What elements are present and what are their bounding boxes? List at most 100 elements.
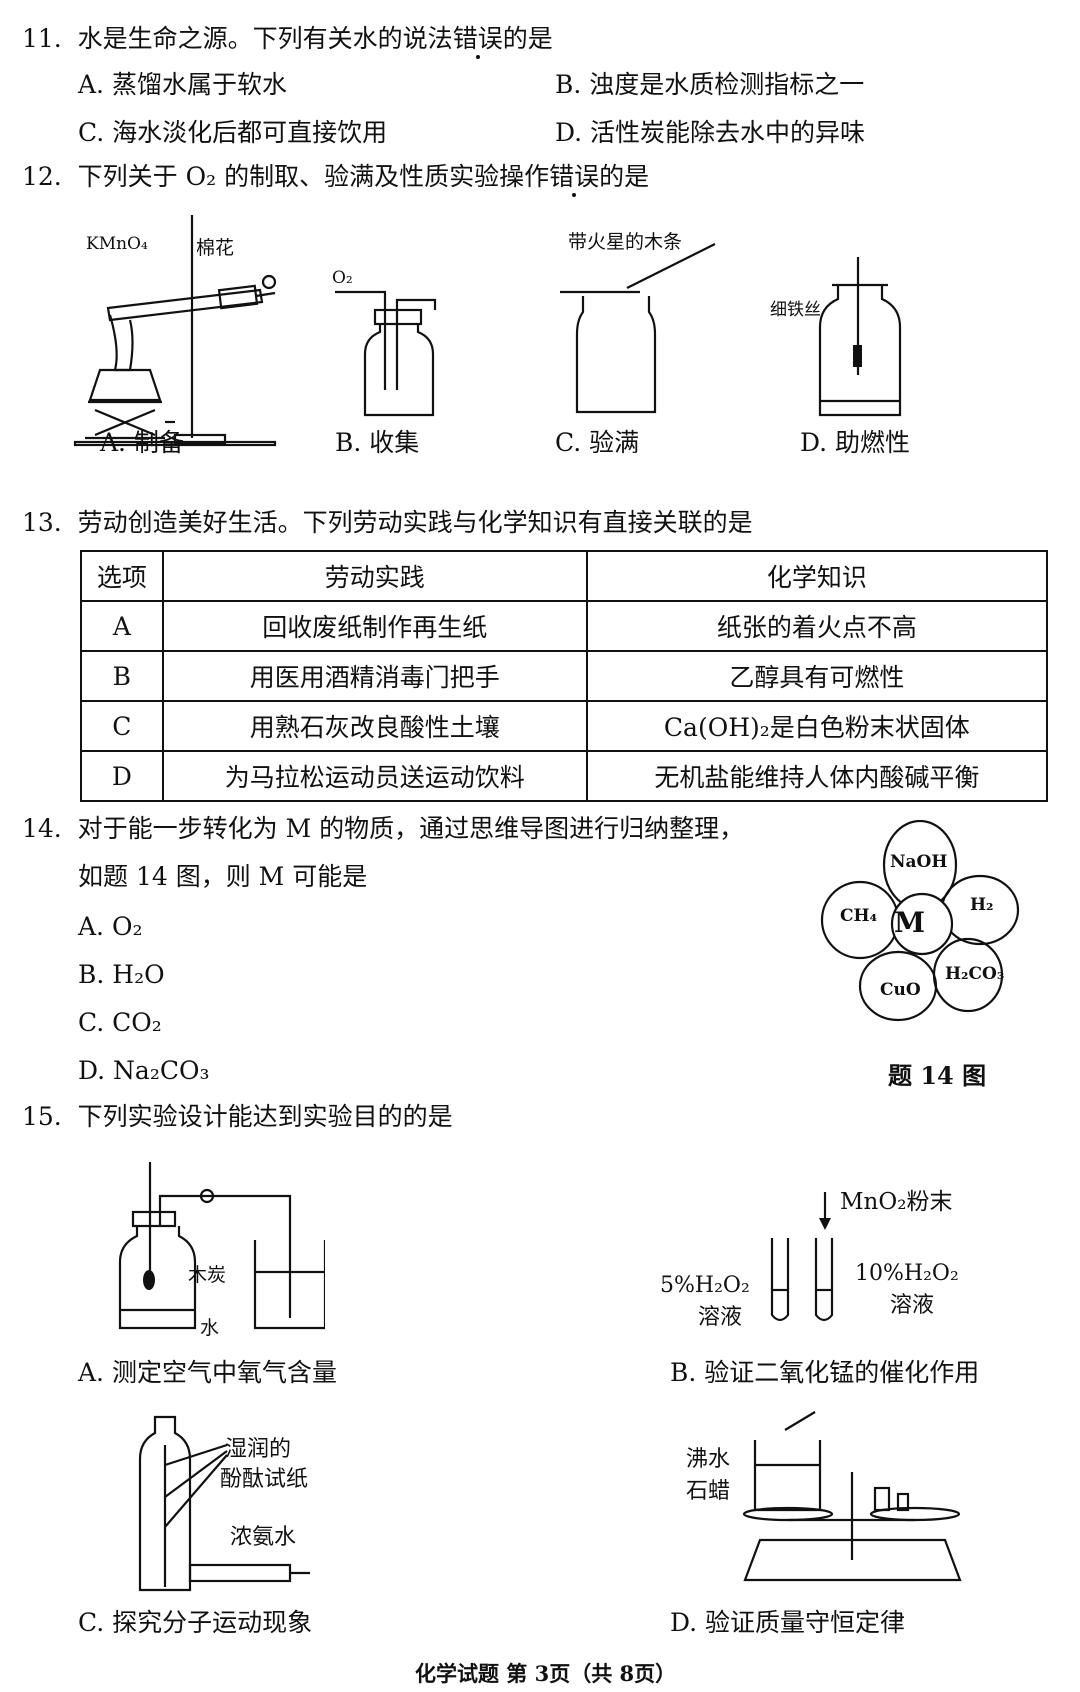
q15-option-b[interactable]: B. 验证二氧化锰的催化作用 <box>670 1358 980 1387</box>
label-paper-line1: 湿润的 <box>225 1437 292 1462</box>
q11-option-a[interactable]: A. 蒸馏水属于软水 <box>78 70 287 99</box>
balance-base <box>743 1538 962 1582</box>
label-solution-left: 溶液 <box>698 1305 743 1330</box>
clamp <box>217 284 259 310</box>
gas-bottle <box>575 296 657 414</box>
q12-option-a[interactable]: A. 制备 <box>100 428 184 457</box>
question-14-stem: 14. 对于能一步转化为 M 的物质，通过思维导图进行归纳整理， <box>22 814 745 843</box>
table-cell: 回收废纸制作再生纸 <box>161 600 588 652</box>
test-tube-left <box>770 1238 790 1322</box>
clip-icon <box>199 1188 215 1204</box>
figure-caption: 题 14 图 <box>888 1061 987 1090</box>
flower-center <box>890 892 954 956</box>
question-number: 12. <box>22 162 62 191</box>
stopper <box>131 1210 177 1228</box>
label-splint: 带火星的木条 <box>568 231 683 253</box>
label-wax: 石蜡 <box>686 1479 731 1504</box>
label-h2o2-10: 10%H₂O₂ <box>855 1261 959 1286</box>
table-cell: 用医用酒精消毒门把手 <box>161 650 588 702</box>
apparatus-b-collect <box>335 290 437 417</box>
q15-option-a[interactable]: A. 测定空气中氧气含量 <box>78 1358 337 1387</box>
table-cell: 无机盐能维持人体内酸碱平衡 <box>585 750 1049 802</box>
apparatus-b-test-tubes <box>770 1192 834 1322</box>
table-row[interactable]: D 为马拉松运动员送运动饮料 无机盐能维持人体内酸碱平衡 <box>80 750 1049 802</box>
petal-label: NaOH <box>890 852 948 872</box>
q12-option-d[interactable]: D. 助燃性 <box>800 428 911 457</box>
table-header: 选项 <box>80 550 164 602</box>
q15-option-c[interactable]: C. 探究分子运动现象 <box>78 1608 313 1637</box>
label-h2o2-5: 5%H₂O₂ <box>660 1273 750 1298</box>
label-charcoal: 木炭 <box>188 1264 227 1286</box>
flower-diagram <box>820 820 1020 1022</box>
label-o2: O₂ <box>332 268 353 288</box>
emphasis-dot-text: 错误 <box>452 24 503 53</box>
petal-lower-left <box>858 950 938 1022</box>
q11-option-d[interactable]: D. 活性炭能除去水中的异味 <box>555 118 866 147</box>
table-row[interactable]: B 用医用酒精消毒门把手 乙醇具有可燃性 <box>80 650 1049 702</box>
label-cotton: 棉花 <box>196 237 235 259</box>
label-boiling-water: 沸水 <box>686 1447 731 1472</box>
q14-option-d[interactable]: D. Na₂CO₃ <box>78 1056 210 1085</box>
table-header: 劳动实践 <box>161 550 588 602</box>
apparatus-a-heating <box>73 215 277 447</box>
petal-label: CH₄ <box>840 906 878 926</box>
emphasis-dot-text: 错误 <box>549 162 600 191</box>
weight-large <box>873 1486 891 1512</box>
q12-option-b[interactable]: B. 收集 <box>335 428 420 457</box>
outlet-tube <box>395 298 437 390</box>
table-cell: 用熟石灰改良酸性土壤 <box>161 700 588 752</box>
table-cell: Ca(OH)₂是白色粉末状固体 <box>585 700 1049 752</box>
stand-base <box>173 433 227 445</box>
gas-bottle <box>818 283 902 417</box>
beaker <box>753 1440 822 1512</box>
question-number: 14. <box>22 814 62 843</box>
question-11-stem: 11. 水是生命之源。下列有关水的说法错误的是 <box>22 24 553 53</box>
connecting-tube <box>158 1194 292 1318</box>
petal-label: H₂CO₃ <box>945 964 1005 984</box>
flower-center-label: M <box>894 906 925 939</box>
q11-option-b[interactable]: B. 浊度是水质检测指标之一 <box>555 70 865 99</box>
table-cell: 乙醇具有可燃性 <box>585 650 1049 702</box>
label-wire: 细铁丝 <box>770 300 821 320</box>
apparatus-d-combustion <box>818 257 902 417</box>
q14-option-a[interactable]: A. O₂ <box>78 912 143 941</box>
petal-label: CuO <box>880 980 921 1000</box>
q14-option-b[interactable]: B. H₂O <box>78 960 165 989</box>
question-13-stem: 13. 劳动创造美好生活。下列劳动实践与化学知识有直接关联的是 <box>22 508 753 537</box>
table-cell: A <box>80 600 164 652</box>
apparatus-c-test-full <box>560 243 716 414</box>
beaker <box>253 1240 325 1330</box>
apparatus-c-molecule-motion <box>138 1415 310 1592</box>
plastic-bottle <box>138 1415 192 1592</box>
flame <box>108 314 134 372</box>
syringe <box>188 1563 292 1583</box>
alcohol-lamp <box>88 368 162 402</box>
label-paper-line2: 酚酞试纸 <box>220 1467 309 1492</box>
table-cell: 纸张的着火点不高 <box>585 600 1049 652</box>
lab-jack <box>85 400 165 440</box>
page-footer: 化学试题 第 3页（共 8页） <box>415 1661 677 1686</box>
q12-option-c[interactable]: C. 验满 <box>555 428 640 457</box>
cotton-mark <box>261 274 277 290</box>
test-tube-right <box>814 1238 834 1322</box>
stopper <box>373 308 423 326</box>
label-water: 水 <box>200 1317 220 1339</box>
apparatus-a-oxygen-content <box>118 1162 325 1330</box>
question-number: 13. <box>22 508 62 537</box>
label-kmno4: KMnO₄ <box>86 234 148 254</box>
inlet-tube <box>335 290 387 390</box>
table-header-row: 选项 劳动实践 化学知识 <box>80 550 1049 602</box>
table-row[interactable]: A 回收废纸制作再生纸 纸张的着火点不高 <box>80 600 1049 652</box>
q11-option-c[interactable]: C. 海水淡化后都可直接饮用 <box>78 118 388 147</box>
q14-option-c[interactable]: C. CO₂ <box>78 1008 162 1037</box>
q15-option-d[interactable]: D. 验证质量守恒定律 <box>670 1608 906 1637</box>
table-header: 化学知识 <box>585 550 1049 602</box>
table-row[interactable]: C 用熟石灰改良酸性土壤 Ca(OH)₂是白色粉末状固体 <box>80 700 1049 752</box>
gas-bottle <box>363 324 435 417</box>
weight-small <box>896 1492 910 1512</box>
table-cell: B <box>80 650 164 702</box>
question-number: 11. <box>22 24 62 53</box>
charcoal-flame <box>143 1270 155 1290</box>
table-cell: 为马拉松运动员送运动饮料 <box>161 750 588 802</box>
gas-bottle <box>118 1226 197 1330</box>
